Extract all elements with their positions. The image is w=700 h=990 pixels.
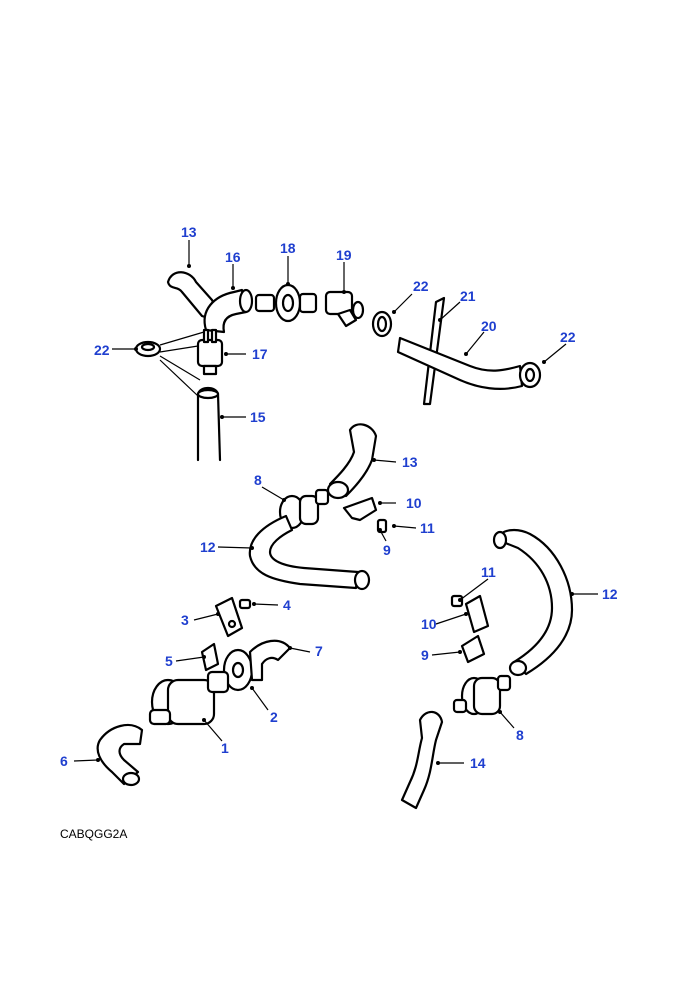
callout-22-upper: 22	[413, 278, 429, 294]
callouts: 13 16 18 19 22 21 20 22 22 17 15 13 8 10…	[60, 224, 618, 771]
bolt-4	[238, 598, 252, 610]
valve-18	[254, 283, 318, 323]
valve-17	[196, 328, 224, 376]
callout-4: 4	[283, 597, 291, 613]
callout-19: 19	[336, 247, 352, 263]
callout-3: 3	[181, 612, 189, 628]
hose-13-middle-end	[326, 480, 350, 500]
callout-10-middle: 10	[406, 495, 422, 511]
callout-20: 20	[481, 318, 497, 334]
callout-22-right: 22	[560, 329, 576, 345]
callout-21: 21	[460, 288, 476, 304]
valve-8-right	[452, 674, 512, 716]
callout-13-top: 13	[181, 224, 197, 240]
callout-13-middle: 13	[402, 454, 418, 470]
leader-dots	[96, 264, 574, 765]
lower-left-assembly	[96, 596, 292, 787]
callout-18: 18	[280, 240, 296, 256]
hose-12-right	[496, 528, 574, 676]
hose-12-middle	[248, 514, 360, 590]
hose-13-middle	[328, 423, 378, 498]
clip-5	[200, 642, 220, 672]
callout-7: 7	[315, 643, 323, 659]
valve-1	[148, 670, 230, 726]
middle-assembly	[248, 423, 388, 591]
callout-5: 5	[165, 653, 173, 669]
hose-12-middle-end	[353, 569, 371, 591]
callout-2: 2	[270, 709, 278, 725]
callout-17: 17	[252, 346, 268, 362]
lower-right-assembly	[400, 528, 574, 810]
bracket-3	[214, 596, 244, 638]
callout-8-middle: 8	[254, 472, 262, 488]
grommet-22-right	[518, 361, 542, 389]
callout-15: 15	[250, 409, 266, 425]
callout-22-left: 22	[94, 342, 110, 358]
hose-7	[248, 639, 292, 682]
callout-14: 14	[470, 755, 486, 771]
hose-15-end	[196, 388, 220, 400]
callout-10-right: 10	[421, 616, 437, 632]
callout-11-middle: 11	[420, 520, 435, 536]
callout-6: 6	[60, 753, 68, 769]
callout-12-middle: 12	[200, 539, 216, 555]
bracket-10-middle	[342, 496, 378, 522]
callout-9-middle: 9	[383, 542, 391, 558]
bracket-10-right	[464, 594, 490, 634]
callout-8-right: 8	[516, 727, 524, 743]
callout-12-right: 12	[602, 586, 618, 602]
top-assembly	[134, 271, 542, 462]
hose-20	[396, 336, 524, 390]
hose-14	[400, 710, 444, 810]
callout-1: 1	[221, 740, 229, 756]
callout-9-right: 9	[421, 647, 429, 663]
hose-6-end	[121, 771, 141, 787]
leaders	[73, 240, 598, 764]
hose-6	[96, 723, 144, 786]
diagram-code: CABQGG2A	[60, 827, 127, 841]
callout-16: 16	[225, 249, 241, 265]
hose-12-right-end-b	[508, 659, 528, 677]
connector-19	[324, 290, 365, 328]
grommet-22-upper	[371, 310, 393, 338]
collar-2	[222, 648, 254, 692]
clip-9-right	[460, 634, 486, 664]
callout-11-right: 11	[481, 564, 496, 580]
grommet-22-left	[134, 340, 162, 358]
elbow-hose-16-end	[238, 288, 254, 314]
hose-12-right-end	[492, 530, 508, 550]
